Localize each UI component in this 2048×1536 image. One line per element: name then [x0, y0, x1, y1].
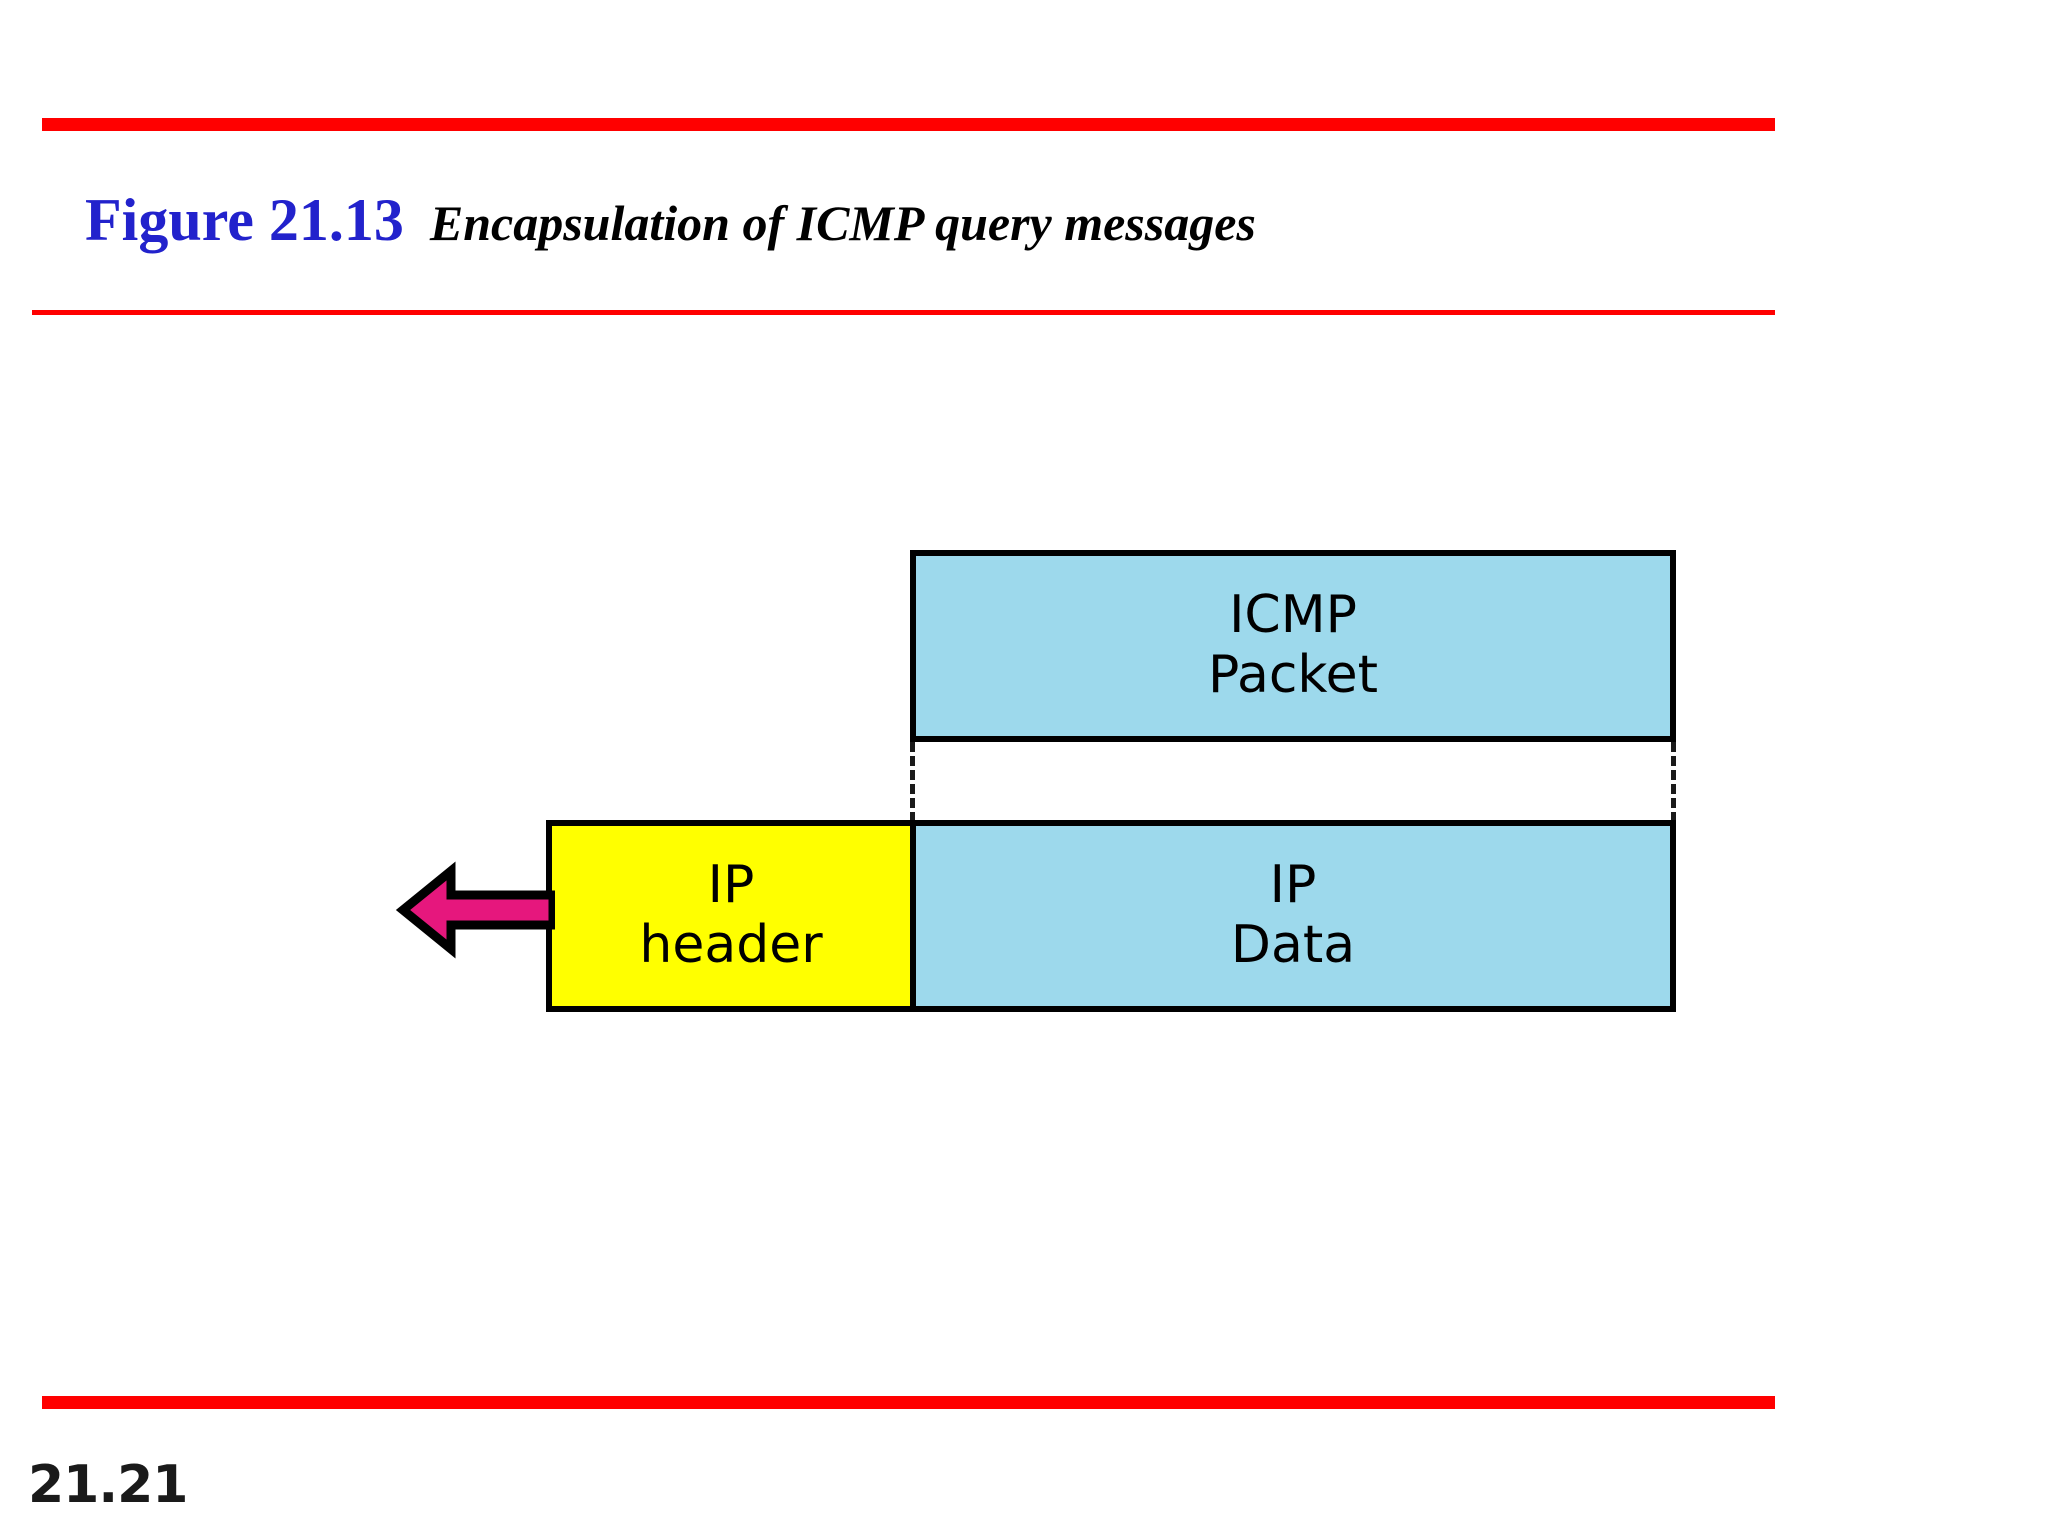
left-arrow-icon: [395, 861, 558, 959]
ip-header-box: IP header: [546, 820, 916, 1012]
title-underline-rule: [32, 310, 1775, 315]
ip-header-label-line1: IP: [707, 855, 755, 916]
figure-number: Figure 21.13: [85, 187, 404, 253]
ip-data-label-line2: Data: [1230, 915, 1356, 975]
top-red-rule: [42, 118, 1775, 131]
page-title: Figure 21.13 Encapsulation of ICMP query …: [85, 190, 1256, 250]
left-arrow: [395, 855, 558, 965]
bottom-red-rule: [42, 1396, 1775, 1409]
page-number: 21.21: [28, 1455, 188, 1515]
icmp-packet-label-line2: Packet: [1207, 645, 1379, 705]
dashed-connector-left: [910, 742, 915, 822]
icmp-packet-box: ICMP Packet: [910, 550, 1676, 742]
icmp-packet-label-line1: ICMP: [1229, 585, 1357, 646]
ip-data-label-line1: IP: [1269, 855, 1317, 916]
dashed-connector-right: [1671, 742, 1676, 822]
ip-header-label-line2: header: [639, 915, 823, 975]
ip-data-box: IP Data: [910, 820, 1676, 1012]
figure-caption: Encapsulation of ICMP query messages: [429, 195, 1256, 251]
